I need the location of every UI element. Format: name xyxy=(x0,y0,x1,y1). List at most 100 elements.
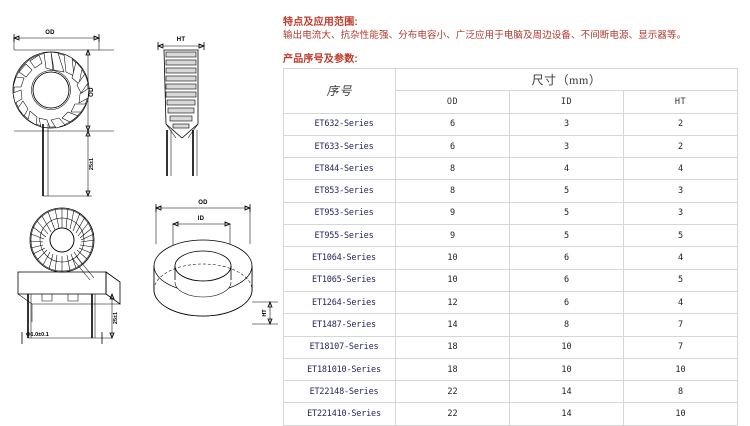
dim-core-ht-label: HT xyxy=(262,309,268,317)
toroid-side-view-drawing: HT xyxy=(142,28,254,178)
cell-series: ET181010-Series xyxy=(283,357,396,382)
cell-series: ET844-Series xyxy=(283,157,396,181)
cell-series: ET18107-Series xyxy=(283,335,396,359)
cell-id: 5 xyxy=(509,201,624,226)
cell-series: ET1065-Series xyxy=(283,268,396,292)
bobbin-housing-graphic xyxy=(17,271,121,322)
table-header-row-1: 序号 尺寸（mm） xyxy=(283,67,739,114)
header-od: OD xyxy=(395,90,510,114)
toroid-core-3d-drawing: OD ID xyxy=(146,194,284,336)
dim-assembly-height-label: 25±1 xyxy=(113,312,119,324)
cell-od: 9 xyxy=(395,224,510,248)
cell-id: 14 xyxy=(509,402,624,426)
cell-od: 18 xyxy=(395,357,510,382)
header-ht: HT xyxy=(622,90,739,114)
cell-od: 9 xyxy=(395,201,510,226)
cell-series: ET1487-Series xyxy=(283,313,396,337)
dim-pin-diameter-label: Φ1.0±0.1 xyxy=(26,332,49,338)
dim-core-od-label: OD xyxy=(198,200,208,206)
cell-od: 14 xyxy=(395,313,510,337)
cell-od: 6 xyxy=(395,112,510,136)
cell-ht: 5 xyxy=(622,268,739,292)
cell-series: ET1064-Series xyxy=(283,246,396,270)
cell-ht: 2 xyxy=(622,134,739,159)
dim-od-right-label: OD xyxy=(89,87,95,97)
cell-series: ET633-Series xyxy=(283,134,396,159)
cell-od: 18 xyxy=(395,335,510,359)
toroid-assembly-drawing: 25±1 Φ1.0±0.1 xyxy=(4,202,146,354)
cell-od: 8 xyxy=(395,179,510,203)
dim-od-top-label: OD xyxy=(45,30,55,36)
cell-od: 22 xyxy=(395,402,510,426)
cell-id: 10 xyxy=(509,357,624,382)
header-size-group: 尺寸（mm） xyxy=(394,67,739,92)
toroid-top-view-drawing: OD OD xyxy=(4,24,144,200)
table-header-row-2: OD ID HT xyxy=(284,90,739,114)
cell-series: ET853-Series xyxy=(283,179,396,203)
cell-id: 3 xyxy=(509,134,624,159)
dim-ht-label: HT xyxy=(177,37,186,43)
cell-id: 10 xyxy=(509,335,624,359)
cell-ht: 8 xyxy=(622,380,739,404)
cell-id: 14 xyxy=(509,380,624,404)
cell-ht: 4 xyxy=(622,157,739,181)
core-body-graphic xyxy=(153,239,253,317)
cell-ht: 10 xyxy=(622,402,739,426)
header-id: ID xyxy=(509,90,624,114)
cell-id: 6 xyxy=(509,290,624,315)
cell-series: ET1264-Series xyxy=(283,290,396,315)
cell-od: 8 xyxy=(395,157,510,181)
cell-series: ET632-Series xyxy=(283,112,396,136)
cell-ht: 3 xyxy=(622,179,739,203)
cell-id: 3 xyxy=(509,112,624,136)
cell-series: ET955-Series xyxy=(283,224,396,248)
cell-id: 6 xyxy=(509,268,624,292)
table-head: 序号 尺寸（mm） OD ID HT xyxy=(283,67,739,114)
header-serial: 序号 xyxy=(283,68,396,114)
technical-drawings-panel: OD OD xyxy=(0,0,283,410)
cell-od: 6 xyxy=(395,134,510,159)
features-heading: 特点及应用范围: xyxy=(283,17,358,28)
parameters-heading: 产品序号及参数: xyxy=(283,54,358,65)
winding-stack-graphic xyxy=(163,49,199,139)
cell-id: 5 xyxy=(509,224,624,248)
dim-core-id-label: ID xyxy=(198,216,205,222)
cell-ht: 7 xyxy=(622,335,739,359)
content-panel: 特点及应用范围: 输出电流大、抗杂性能强、分布电容小、广泛应用于电脑及周边设备、… xyxy=(283,0,750,426)
cell-ht: 4 xyxy=(622,290,739,315)
cell-series: ET953-Series xyxy=(283,201,396,226)
cell-id: 4 xyxy=(509,157,624,181)
cell-od: 10 xyxy=(395,268,510,292)
toroid-dense-winding-graphic xyxy=(29,207,95,273)
cell-ht: 5 xyxy=(622,224,739,248)
cell-ht: 7 xyxy=(622,313,739,337)
cell-series: ET221410-Series xyxy=(283,402,396,426)
cell-od: 22 xyxy=(395,380,510,404)
features-description: 输出电流大、抗杂性能强、分布电容小、广泛应用于电脑及周边设备、不间断电源、显示器… xyxy=(283,30,687,41)
cell-id: 5 xyxy=(509,179,624,203)
cell-ht: 4 xyxy=(622,246,739,270)
cell-series: ET22148-Series xyxy=(283,380,396,404)
cell-ht: 2 xyxy=(622,112,739,136)
cell-ht: 10 xyxy=(622,357,739,382)
dim-lead-length-label: 25±1 xyxy=(89,158,95,170)
cell-id: 6 xyxy=(509,246,624,270)
